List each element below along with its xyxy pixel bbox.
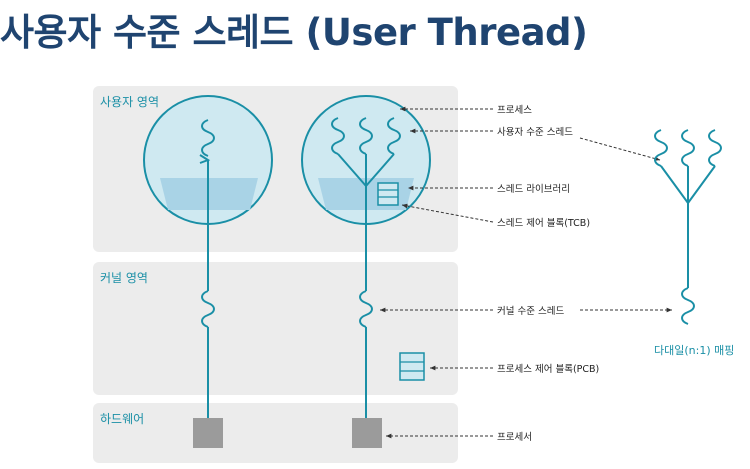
callout-pcb: 프로세스 제어 블록(PCB): [497, 364, 599, 375]
callout-arrow-user-thread-mapping: [579, 137, 661, 161]
mapping-merge: [660, 165, 716, 204]
callout-process: 프로세스: [497, 105, 532, 116]
mapping-user-thread-1: [654, 129, 668, 167]
mapping-label: 다대일(n:1) 매핑: [654, 343, 734, 357]
processor-right: [352, 418, 382, 448]
callout-thread-library: 스레드 라이브러리: [497, 184, 570, 195]
hardware-panel: [93, 403, 458, 463]
pcb-block: [399, 352, 425, 381]
callout-tcb: 스레드 제어 블록(TCB): [497, 218, 590, 229]
callout-processor: 프로세서: [497, 432, 532, 443]
processor-left: [193, 418, 223, 448]
callout-arrow-tcb: [401, 203, 494, 223]
mapping-kernel-thread: [681, 287, 695, 325]
mapping-user-thread-3: [708, 129, 722, 167]
tcb-block: [377, 182, 399, 206]
callout-user-level-thread: 사용자 수준 스레드: [497, 127, 573, 138]
kernel-area-label: 커널 영역: [100, 271, 148, 285]
mapping-user-thread-2: [681, 129, 695, 167]
thread-merge-right: [337, 153, 395, 187]
hardware-label: 하드웨어: [100, 412, 144, 426]
page-title: 사용자 수준 스레드 (User Thread): [0, 11, 588, 54]
user-area-label: 사용자 영역: [100, 95, 159, 109]
callout-kernel-level-thread: 커널 수준 스레드: [497, 306, 564, 317]
